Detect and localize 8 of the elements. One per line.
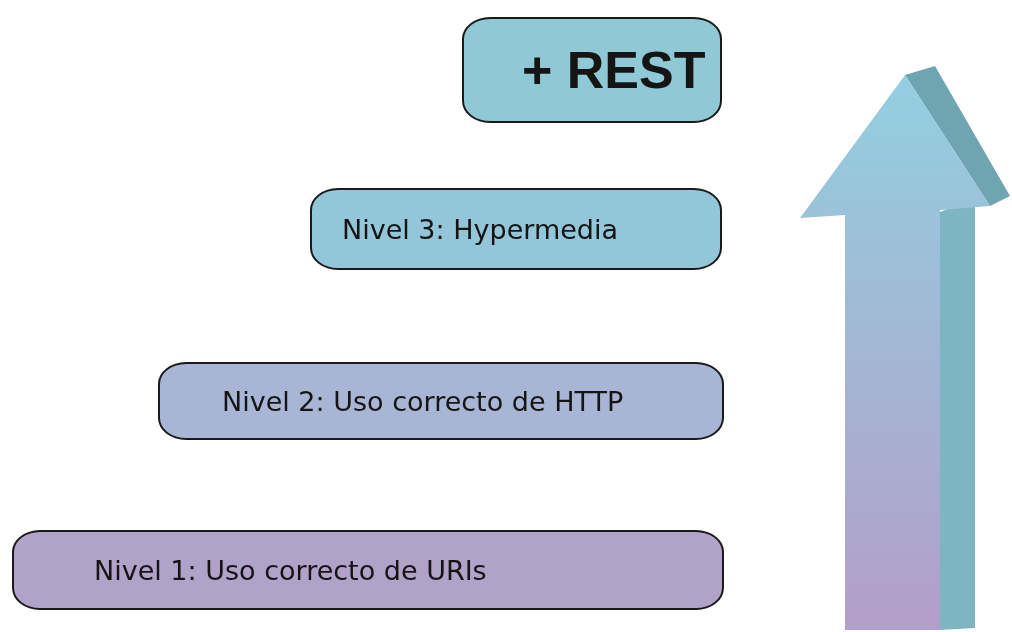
level-box bbox=[462, 17, 722, 123]
level-label: + REST bbox=[522, 40, 706, 100]
level-box bbox=[12, 530, 724, 610]
level-box bbox=[158, 362, 724, 440]
level-label: Nivel 3: Hypermedia bbox=[342, 213, 618, 245]
level-label: Nivel 2: Uso correcto de HTTP bbox=[222, 385, 624, 417]
level-label: Nivel 1: Uso correcto de URIs bbox=[94, 554, 487, 586]
level-box bbox=[310, 188, 722, 270]
